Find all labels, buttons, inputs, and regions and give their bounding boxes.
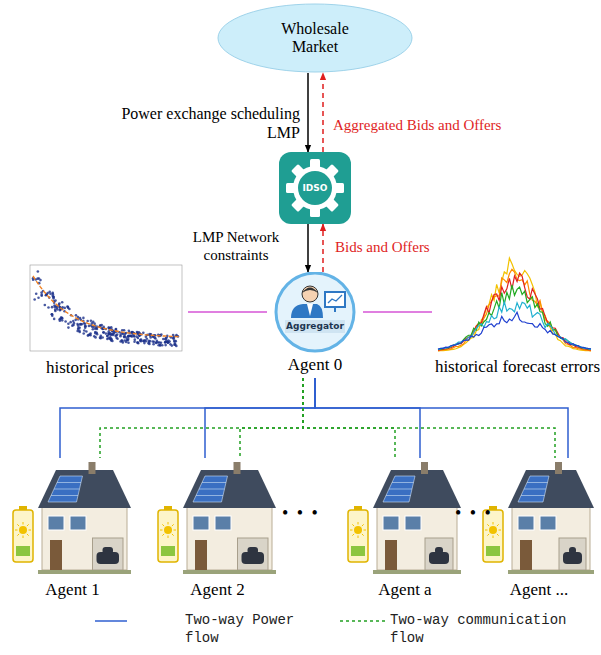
legend-label: Two-way Power flow (185, 612, 294, 646)
flow-line (315, 378, 568, 458)
market-label: Wholesale Market (260, 20, 370, 57)
agent-label: Agent 1 (45, 580, 99, 600)
chart-caption: historical forecast errors (435, 357, 600, 377)
errors-shape (432, 255, 597, 355)
market-ellipse (218, 4, 412, 72)
agent-label: Agent a (378, 580, 431, 600)
house-drawing (158, 462, 276, 574)
house-drawing (483, 462, 594, 574)
connector-arrow (188, 311, 267, 313)
agent-label: Agent 0 (288, 355, 342, 375)
idso-label: IDSO (303, 183, 328, 193)
agg-shape (267, 272, 363, 354)
edge-label: Bids and Offers (335, 238, 475, 256)
communication-sample (340, 620, 386, 622)
flow-line (303, 378, 395, 458)
agg-node: AggregatorAgent 0 (267, 272, 363, 378)
edge-label: LMP Network constraints (172, 228, 300, 264)
agent-house: Agent a (345, 458, 465, 606)
gear-icon (286, 159, 344, 217)
connector-arrow (363, 311, 432, 313)
connector-arrow (307, 73, 309, 152)
house-drawing (13, 462, 131, 574)
agent-label: Agent 2 (190, 580, 244, 600)
house-drawing (348, 462, 461, 574)
agent-house: Agent 1 (10, 458, 135, 606)
chart-caption: historical prices (46, 358, 154, 378)
connector-arrow (307, 224, 309, 272)
ellipsis-mark: • • • (455, 503, 493, 524)
flow-line (60, 378, 315, 458)
agent-house: Agent 2 (155, 458, 280, 606)
edge-label: Aggregated Bids and Offers (333, 116, 538, 134)
prices-shape (12, 262, 188, 354)
legend-text: Two-way communication flow (390, 612, 585, 647)
ellipsis-mark: • • • (282, 503, 320, 524)
flow-line (303, 378, 555, 458)
flow-line (240, 378, 303, 458)
house-shape (10, 458, 135, 576)
connector-arrow (322, 224, 324, 272)
connector-arrow (322, 73, 324, 152)
flow-line (205, 378, 315, 458)
ellipse-node: Wholesale Market (217, 3, 413, 73)
flow-line (100, 378, 303, 458)
edge-label: Power exchange scheduling LMP (95, 104, 300, 142)
aggregator-circle (276, 273, 354, 351)
agent-house: Agent ... (480, 458, 598, 606)
idso-node: IDSO (279, 152, 351, 224)
legend-text: Two-way Power flow (185, 612, 310, 647)
legend-label: Two-way communication flow (390, 612, 566, 646)
house-shape (155, 458, 280, 576)
flow-line (315, 378, 420, 458)
aggregator-label: Aggregator (286, 320, 344, 333)
house-shape (480, 458, 598, 576)
power-sample (95, 620, 127, 622)
errors-node: historical forecast errors (432, 255, 601, 400)
agent-label: Agent ... (510, 580, 569, 600)
prices-node: historical prices (12, 262, 188, 390)
house-shape (345, 458, 465, 576)
